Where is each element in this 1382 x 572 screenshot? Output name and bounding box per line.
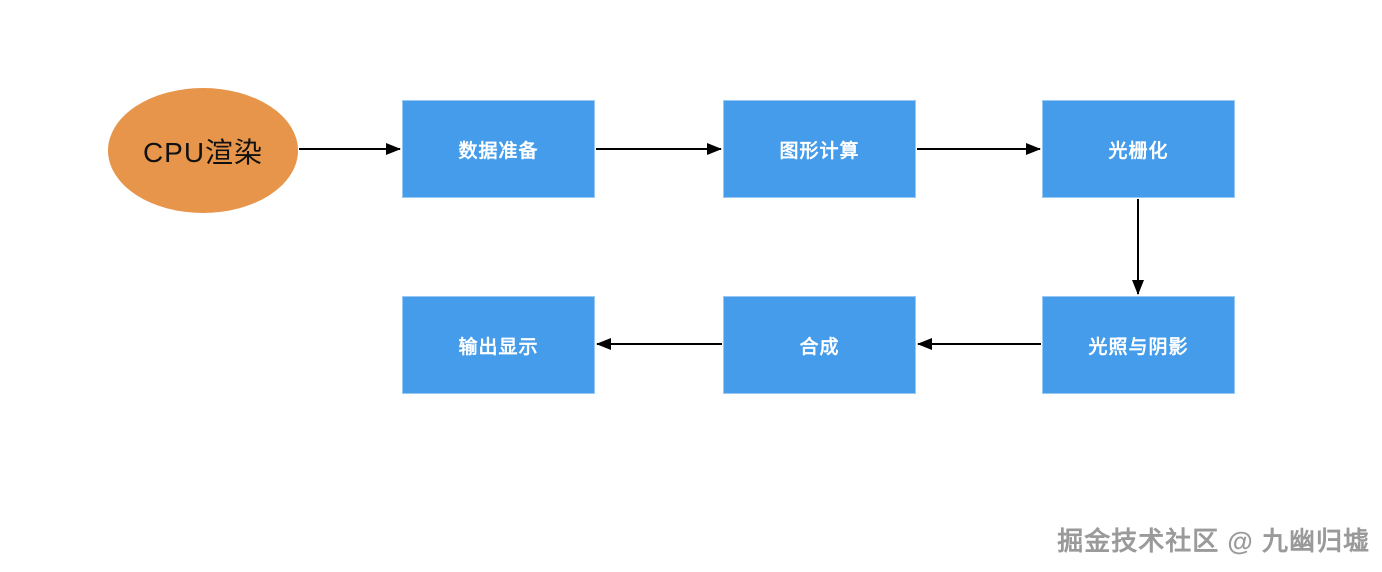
node-compositing: 合成 [723, 296, 916, 394]
node-output-display: 输出显示 [402, 296, 595, 394]
node-output-display-label: 输出显示 [458, 336, 539, 358]
node-graphics-compute: 图形计算 [723, 100, 916, 198]
node-cpu-render-label: CPU渲染 [142, 136, 264, 168]
node-data-preparation-label: 数据准备 [458, 140, 539, 162]
node-graphics-compute-label: 图形计算 [779, 140, 860, 162]
node-data-preparation: 数据准备 [402, 100, 595, 198]
node-rasterization: 光栅化 [1042, 100, 1235, 198]
node-lighting-shadows: 光照与阴影 [1042, 296, 1235, 394]
node-cpu-render: CPU渲染 [108, 88, 298, 213]
node-compositing-label: 合成 [799, 336, 840, 358]
node-rasterization-label: 光栅化 [1108, 140, 1169, 162]
node-lighting-shadows-label: 光照与阴影 [1088, 336, 1189, 358]
watermark: 掘金技术社区 @ 九幽归墟 [1057, 526, 1370, 556]
